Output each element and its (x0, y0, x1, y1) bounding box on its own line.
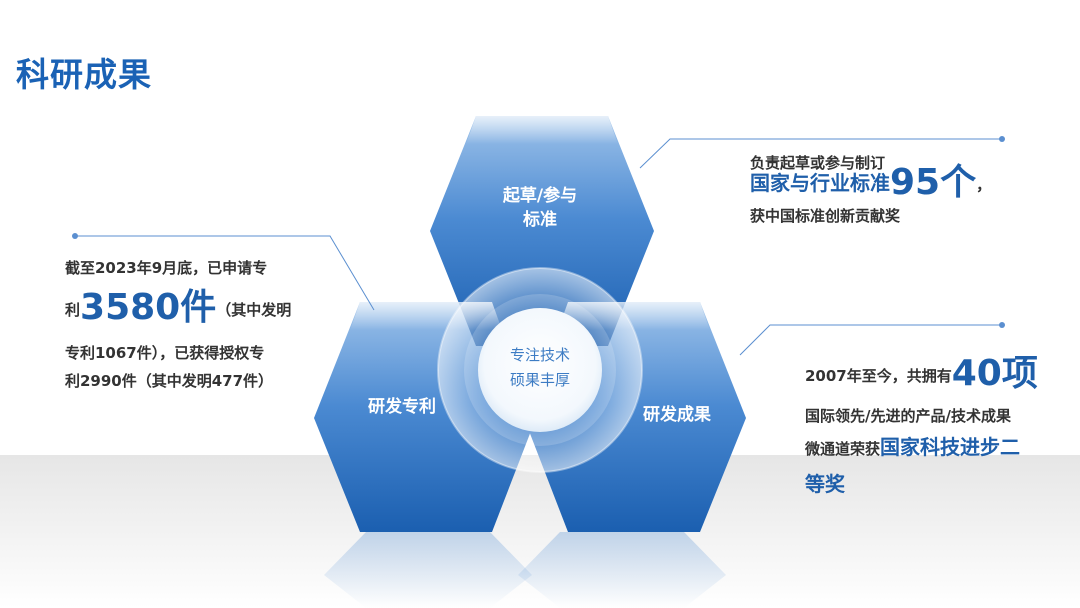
patent-line2-suffix: （其中发明 (216, 301, 292, 319)
hex-top-label: 起草/参与 标准 (490, 184, 590, 232)
center-circle (478, 308, 602, 432)
patent-line1: 截至2023年9月底，已申请专 (65, 259, 268, 277)
hex-left-label: 研发专利 (368, 397, 436, 417)
hexagon-top-shine (466, 116, 618, 144)
standards-number: 95个 (890, 162, 977, 203)
connector-line-bottom-right (739, 324, 1002, 356)
standards-comma: ， (976, 176, 992, 194)
connector-line-left (75, 235, 375, 311)
standards-highlight: 国家与行业标准 (750, 171, 890, 195)
hexagon-right-reflection (518, 532, 726, 608)
patent-line2-prefix: 利 (65, 301, 81, 319)
hex-right-label: 研发成果 (643, 405, 711, 425)
achievements-line1-prefix: 2007年至今，共拥有 (805, 367, 952, 385)
connector-line-top-right (639, 138, 1002, 169)
center-text-line2: 硕果丰厚 (509, 371, 570, 389)
connector-dot-bottom-right (999, 322, 1005, 328)
patent-line3: 专利1067件），已获得授权专 (65, 344, 265, 362)
standards-line1: 负责起草或参与制订 (750, 154, 886, 172)
achievements-line2: 国际领先/先进的产品/技术成果 (805, 407, 1011, 425)
patent-number: 3580件 (80, 287, 217, 328)
standards-line2: 国家与行业标准95个， (750, 162, 991, 206)
patent-line4: 利2990件（其中发明477件） (65, 372, 274, 390)
center-text: 专注技术 硕果丰厚 (494, 343, 586, 393)
achievements-highlight1: 国家科技进步二 (880, 435, 1021, 459)
hex-top-label-line1: 起草/参与 (502, 186, 578, 206)
hex-top-label-line2: 标准 (523, 210, 557, 230)
achievements-line3: 微通道荣获国家科技进步二 (805, 432, 1020, 464)
standards-line3: 获中国标准创新贡献奖 (750, 207, 901, 225)
hexagon-left-reflection (324, 532, 532, 608)
achievements-number: 40项 (951, 353, 1038, 394)
achievements-line1: 2007年至今，共拥有40项 (805, 352, 1038, 398)
achievements-line3-prefix: 微通道荣获 (805, 440, 881, 458)
achievements-highlight2: 等奖 (805, 472, 845, 496)
page-title: 科研成果 (16, 55, 152, 94)
connector-dot-left (72, 233, 78, 239)
center-text-line1: 专注技术 (509, 346, 570, 364)
achievements-line4: 等奖 (805, 468, 845, 497)
patent-line2: 利3580件（其中发明 (65, 285, 291, 333)
connector-dot-top-right (999, 136, 1005, 142)
